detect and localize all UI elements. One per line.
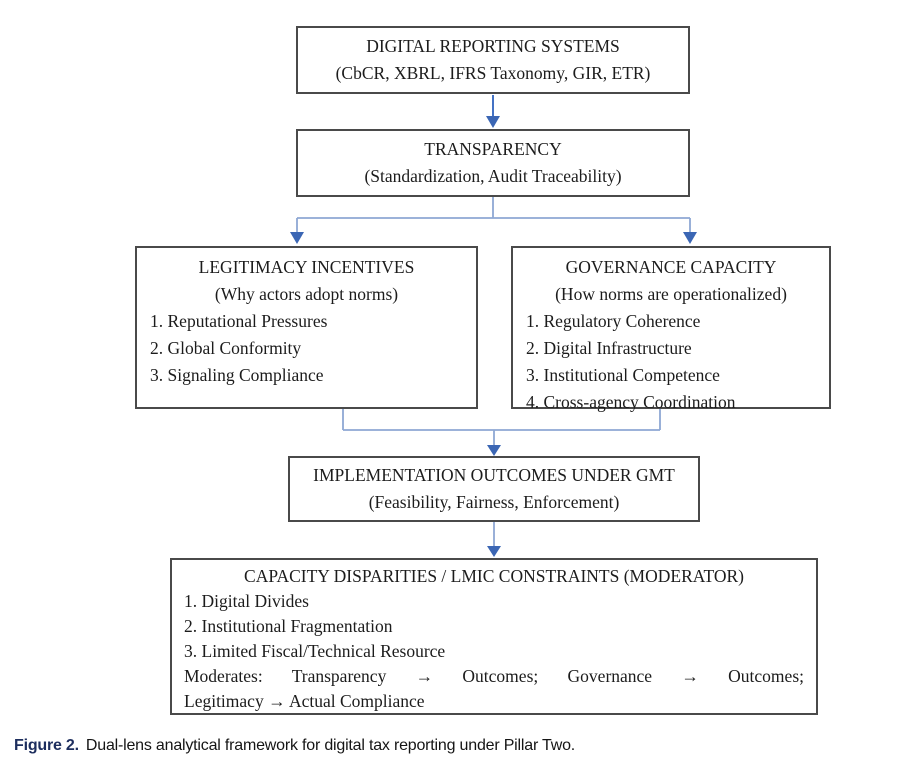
moderates-line-2: Legitimacy → Actual Compliance xyxy=(184,691,425,711)
figure-caption-text: Dual-lens analytical framework for digit… xyxy=(85,737,576,754)
split-connector xyxy=(296,197,691,233)
governance-title: GOVERNANCE CAPACITY xyxy=(565,257,777,277)
box-governance-capacity: GOVERNANCE CAPACITY (How norms are opera… xyxy=(511,246,831,412)
moderator-item: 2. Institutional Fragmentation xyxy=(184,616,393,636)
legitimacy-subtitle: (Why actors adopt norms) xyxy=(214,284,399,304)
box-legitimacy-incentives: LEGITIMACY INCENTIVES (Why actors adopt … xyxy=(135,246,478,409)
legitimacy-title: LEGITIMACY INCENTIVES xyxy=(198,257,415,277)
arrow-digital-to-transparency-head xyxy=(486,116,500,128)
box-implementation-outcomes: IMPLEMENTATION OUTCOMES UNDER GMT (Feasi… xyxy=(288,456,700,522)
arrow-into-moderator-head xyxy=(487,546,501,557)
moderator-item: 1. Digital Divides xyxy=(184,591,309,611)
governance-item: 1. Regulatory Coherence xyxy=(526,311,701,331)
moderator-item: 3. Limited Fiscal/Technical Resource xyxy=(184,641,446,661)
moderator-title: CAPACITY DISPARITIES / LMIC CONSTRAINTS … xyxy=(244,566,744,586)
box-capacity-disparities-moderator: CAPACITY DISPARITIES / LMIC CONSTRAINTS … xyxy=(170,558,818,715)
digital-reporting-subtitle: (CbCR, XBRL, IFRS Taxonomy, GIR, ETR) xyxy=(335,63,651,83)
legitimacy-item: 3. Signaling Compliance xyxy=(150,365,324,385)
transparency-subtitle: (Standardization, Audit Traceability) xyxy=(364,166,622,186)
arrow-into-governance-head xyxy=(683,232,697,244)
digital-reporting-title: DIGITAL REPORTING SYSTEMS xyxy=(366,36,620,56)
figure-caption: Figure 2. Dual-lens analytical framework … xyxy=(14,737,894,755)
governance-item: 3. Institutional Competence xyxy=(526,365,720,385)
figure-caption-label: Figure 2. xyxy=(14,737,79,754)
transparency-title: TRANSPARENCY xyxy=(424,139,562,159)
box-transparency: TRANSPARENCY (Standardization, Audit Tra… xyxy=(296,129,690,197)
moderates-line-1: Moderates: Transparency → Outcomes; Gove… xyxy=(184,666,804,686)
arrow-into-legitimacy-head xyxy=(290,232,304,244)
governance-subtitle: (How norms are operationalized) xyxy=(555,284,787,304)
arrow-into-implementation-head xyxy=(487,445,501,456)
legitimacy-item: 2. Global Conformity xyxy=(150,338,302,358)
box-digital-reporting-systems: DIGITAL REPORTING SYSTEMS (CbCR, XBRL, I… xyxy=(296,26,690,94)
governance-item: 4. Cross-agency Coordination xyxy=(526,392,736,412)
implementation-subtitle: (Feasibility, Fairness, Enforcement) xyxy=(368,492,620,512)
governance-item: 2. Digital Infrastructure xyxy=(526,338,692,358)
legitimacy-item: 1. Reputational Pressures xyxy=(150,311,328,331)
implementation-title: IMPLEMENTATION OUTCOMES UNDER GMT xyxy=(313,465,675,485)
